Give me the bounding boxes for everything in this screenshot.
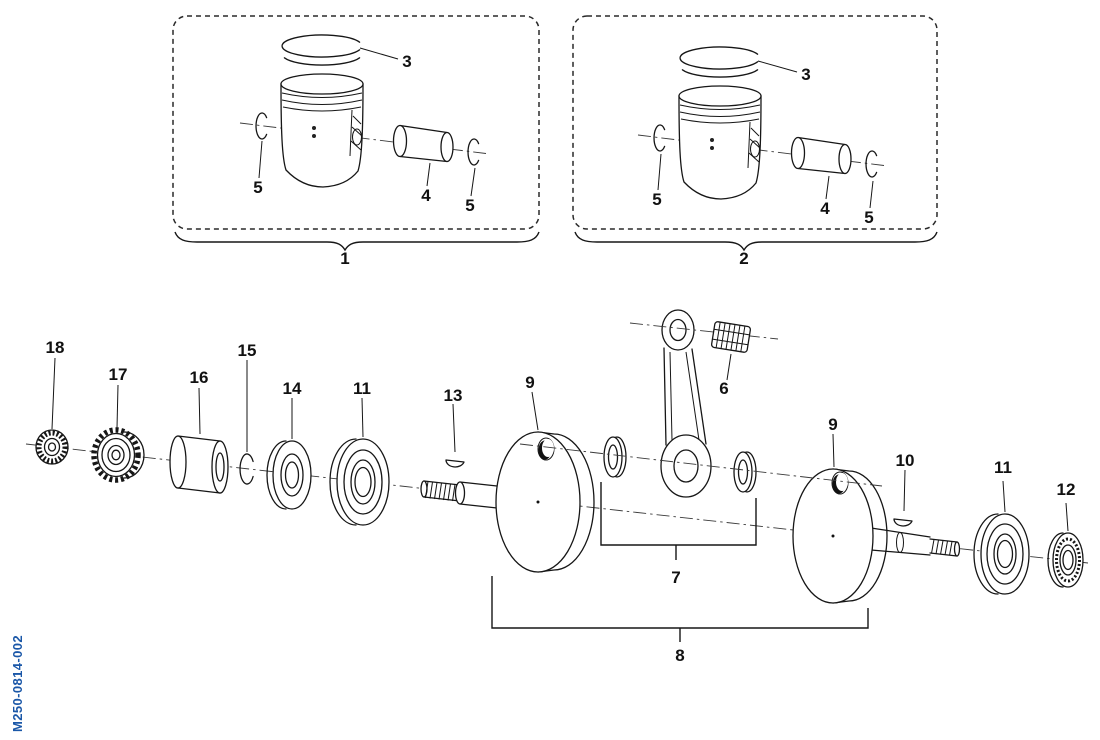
callout-gear: 17 <box>109 365 128 384</box>
needle-bearing-part <box>710 321 752 353</box>
callout-conrod-kit: 7 <box>671 568 680 587</box>
bearing-right-part <box>973 513 1030 595</box>
crankshaft-assembly: 18 17 16 15 14 11 13 9 6 7 9 10 11 12 8 <box>25 309 1089 665</box>
callout-web-right: 9 <box>828 415 837 434</box>
conrod-group <box>603 309 779 498</box>
snap-ring-part <box>239 453 254 485</box>
kit-1-brace <box>174 231 540 252</box>
callout-needle-bearing: 6 <box>719 379 728 398</box>
callout-group-2: 2 <box>739 249 748 268</box>
callout-pin-1: 4 <box>421 186 431 205</box>
callout-key-right: 10 <box>896 451 915 470</box>
callout-key-left: 13 <box>444 386 463 405</box>
callout-crank-assembly: 8 <box>675 646 684 665</box>
leader-lines <box>51 353 1069 532</box>
seal-right-part <box>1047 532 1084 588</box>
kit-2-brace <box>574 231 938 252</box>
crank-web-left <box>495 431 595 573</box>
nut-part <box>35 429 69 465</box>
crankpin-centerline <box>519 443 883 487</box>
gear-part <box>91 427 145 483</box>
woodruff-key-left <box>445 459 465 468</box>
spacer-part <box>169 435 229 494</box>
callout-nut: 18 <box>46 338 65 357</box>
crank-assembly-bracket <box>491 576 869 642</box>
piston-assembly-2 <box>637 46 885 200</box>
callout-snap-ring: 15 <box>238 341 257 360</box>
kit-2-border <box>572 15 938 230</box>
callout-bearing-left: 11 <box>353 379 371 398</box>
callout-clip-2-right: 5 <box>864 208 873 227</box>
crank-shaft-stub-left <box>420 480 498 509</box>
drawing-code: M250-0814-002 <box>10 635 25 732</box>
callout-bearing-right: 11 <box>994 458 1012 477</box>
callout-ring-1: 3 <box>402 52 411 71</box>
callout-clip-2-left: 5 <box>652 190 661 209</box>
callout-clip-1-left: 5 <box>253 178 262 197</box>
kit-1-border <box>172 15 540 230</box>
bearing-left-part <box>329 438 390 526</box>
piston-kit-box-2: 3 4 5 5 2 <box>572 15 938 268</box>
crank-web-right <box>792 468 888 604</box>
callout-seal-right: 12 <box>1057 480 1076 499</box>
callout-pin-2: 4 <box>820 199 830 218</box>
woodruff-key-right <box>893 518 913 527</box>
callout-clip-1-right: 5 <box>465 196 474 215</box>
conrod-kit-bracket <box>600 482 757 560</box>
callout-seal-left: 14 <box>283 379 302 398</box>
callout-ring-2: 3 <box>801 65 810 84</box>
callout-web-left: 9 <box>525 373 534 392</box>
crank-shaft-stub-right <box>870 527 961 557</box>
callout-group-1: 1 <box>340 249 349 268</box>
seal-left-part <box>266 440 312 510</box>
piston-assembly-1 <box>239 34 487 188</box>
callout-spacer: 16 <box>190 368 209 387</box>
piston-kit-box-1: 3 4 5 5 1 <box>172 15 540 268</box>
